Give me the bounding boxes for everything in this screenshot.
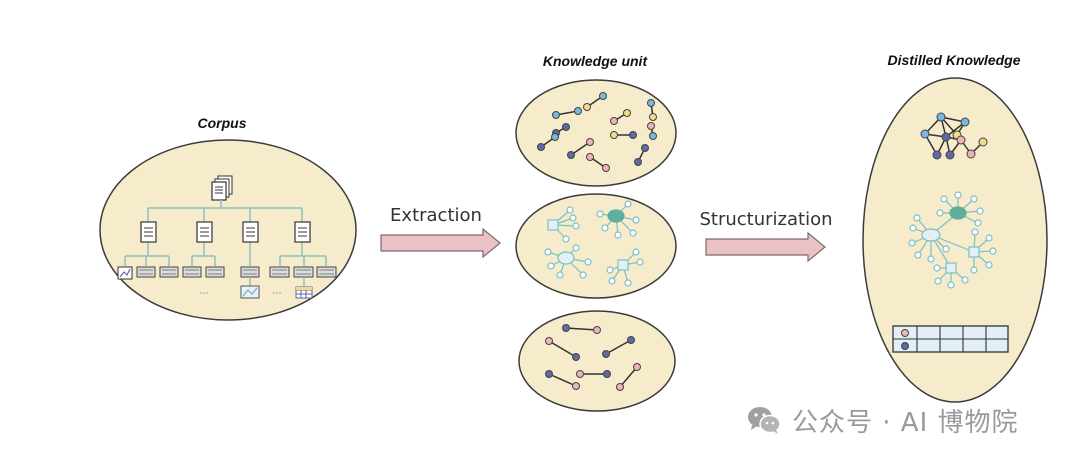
watermark-text: 公众号 · AI 博物院 bbox=[792, 407, 1019, 438]
image-chunk-icon bbox=[240, 285, 260, 299]
extraction-label: Extraction bbox=[390, 205, 482, 226]
structured-table bbox=[892, 325, 1009, 353]
structurization-label: Structurization bbox=[699, 209, 832, 230]
knowledge-unit-ellipse-graphs bbox=[515, 193, 677, 299]
corpus-document-tree bbox=[117, 175, 337, 299]
chart-chunk-icon bbox=[117, 266, 133, 280]
text-chunk-icon bbox=[136, 266, 337, 278]
merged-star-graph bbox=[908, 191, 997, 289]
knowledge-unit-ellipse-pairs bbox=[518, 310, 676, 412]
extraction-arrow bbox=[380, 227, 501, 259]
corpus-label: Corpus bbox=[198, 115, 247, 131]
triple-nodes bbox=[537, 92, 657, 172]
knowledge-unit-label: Knowledge unit bbox=[543, 53, 649, 69]
knowledge-graph bbox=[920, 112, 988, 160]
pair-links bbox=[548, 327, 638, 388]
distilled-knowledge-ellipse bbox=[862, 77, 1048, 403]
root-document-icon bbox=[211, 175, 233, 201]
watermark: 公众号 · AI 博物院 bbox=[746, 403, 1019, 438]
wechat-icon bbox=[748, 407, 781, 434]
distilled-knowledge-label: Distilled Knowledge bbox=[887, 52, 1020, 68]
pair-nodes bbox=[545, 324, 641, 391]
corpus-ellipse bbox=[99, 139, 357, 321]
structurization-arrow bbox=[705, 231, 826, 263]
table-chunk-icon bbox=[295, 286, 313, 299]
star-graphs bbox=[544, 200, 644, 287]
